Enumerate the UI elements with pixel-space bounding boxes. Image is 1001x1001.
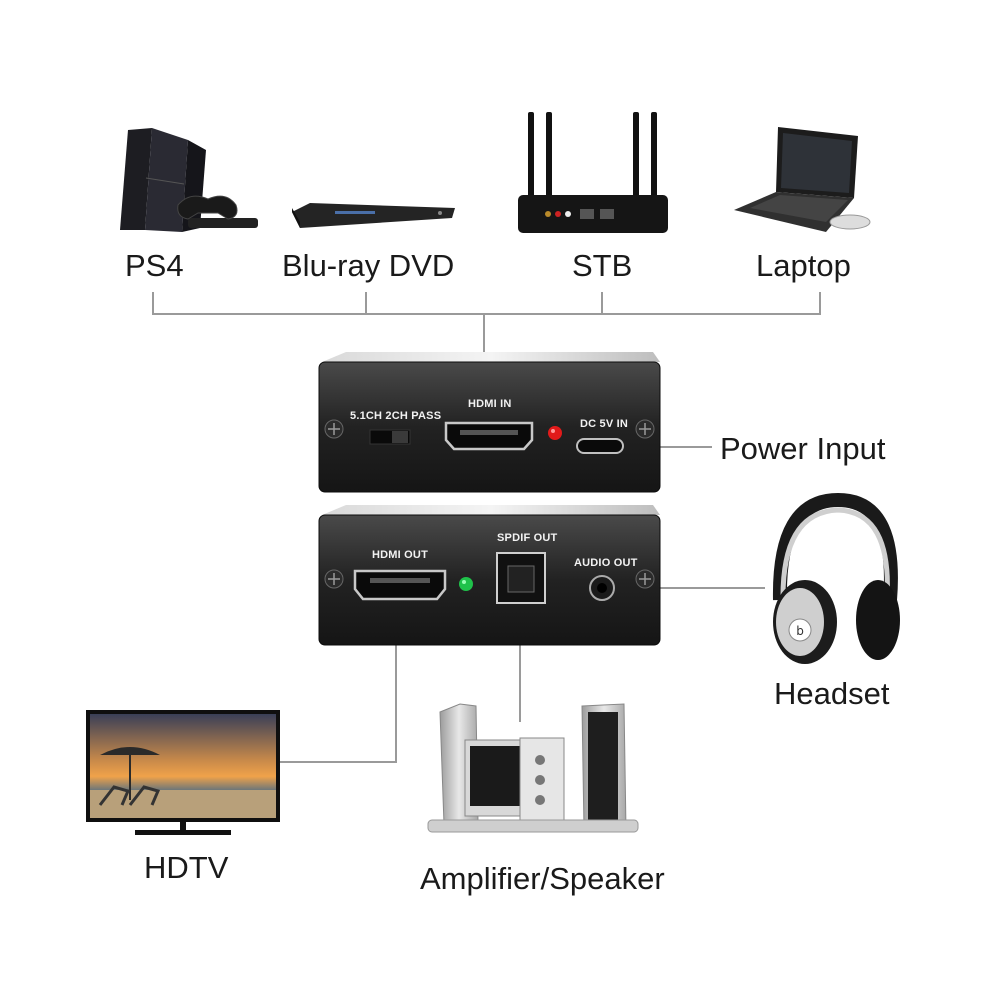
spdif-out-label: SPDIF OUT — [497, 532, 558, 544]
speaker-label: Amplifier/Speaker — [420, 861, 665, 896]
bluray-player-icon — [292, 203, 455, 228]
audio-out-label: AUDIO OUT — [574, 557, 638, 569]
headset-label: Headset — [774, 676, 890, 711]
hdmi-out-port — [353, 569, 447, 601]
power-input-label: Power Input — [720, 431, 886, 466]
laptop-icon — [734, 127, 871, 232]
hdtv-line — [280, 593, 397, 763]
hdmi-in-label: HDMI IN — [468, 398, 512, 410]
switch-label: 5.1CH 2CH PASS — [350, 410, 442, 422]
hdtv-label: HDTV — [144, 850, 229, 885]
micro-usb-port — [576, 438, 624, 454]
ps4-console-icon — [120, 128, 258, 232]
extractor-top-panel — [318, 352, 661, 493]
source-label-bluray: Blu-ray DVD — [282, 248, 455, 283]
headset-icon: b — [772, 492, 900, 664]
router-stb-icon — [518, 112, 668, 233]
dc-in-label: DC 5V IN — [580, 418, 629, 430]
source-label-laptop: Laptop — [756, 248, 851, 283]
amplifier-speaker-icon — [427, 703, 639, 833]
hdmi-out-label: HDMI OUT — [372, 549, 428, 561]
source-label-stb: STB — [572, 248, 633, 283]
hdtv-icon — [86, 710, 280, 835]
extractor-bottom-panel — [318, 505, 661, 646]
source-label-ps4: PS4 — [125, 248, 184, 283]
status-led-green — [459, 577, 473, 591]
svg-text:b: b — [796, 624, 804, 638]
power-led-red — [548, 426, 562, 440]
hdmi-in-port — [444, 421, 534, 451]
